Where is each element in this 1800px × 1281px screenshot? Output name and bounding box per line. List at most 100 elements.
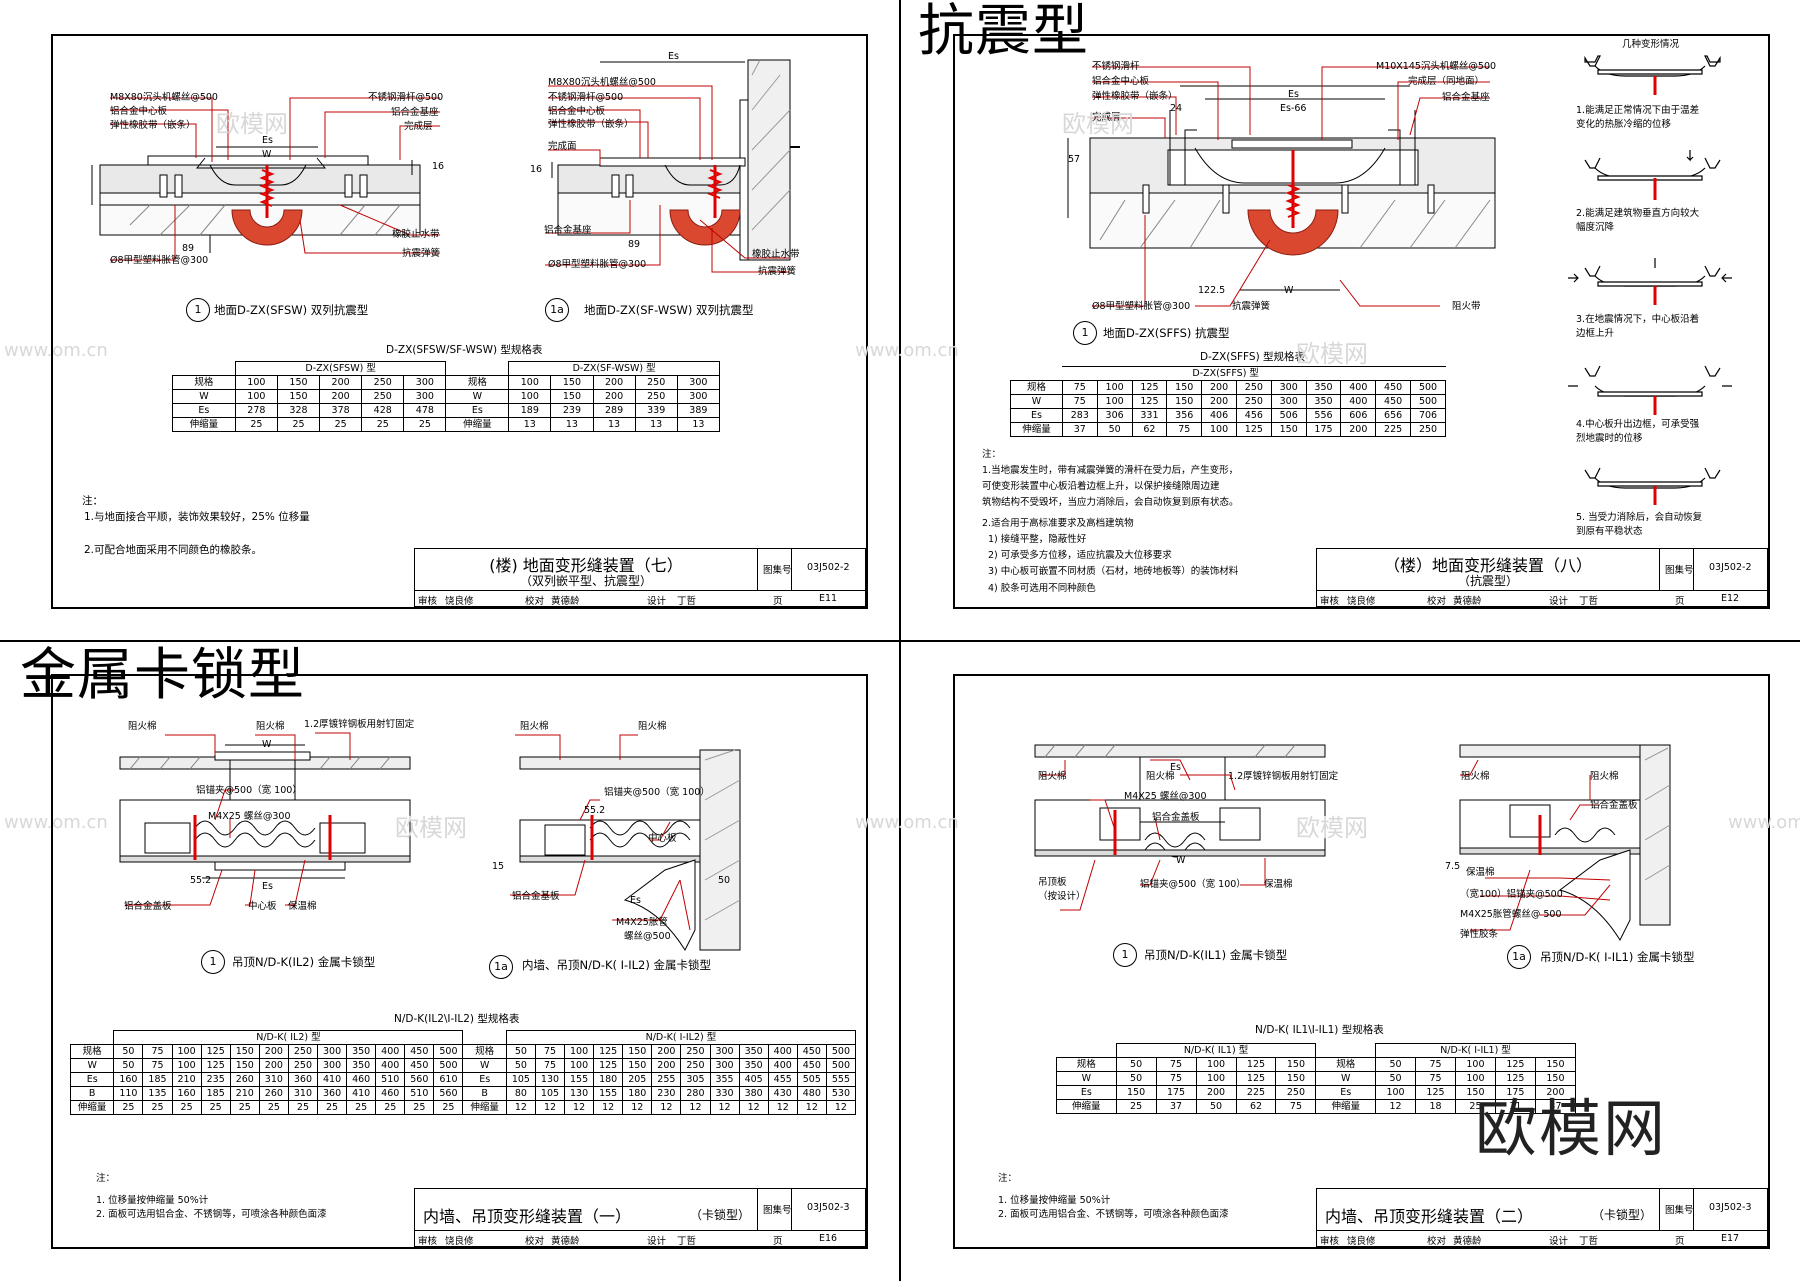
table-cell: 规格 xyxy=(1056,1057,1117,1072)
q2-note-5: 1) 接缝平整，隐蔽性好 xyxy=(988,534,1087,545)
q1-label-16: 16 xyxy=(432,161,445,172)
q1-label-al-base-1: 铝合金基座 xyxy=(391,107,439,118)
q3-tb-check: 校对 xyxy=(525,1236,545,1247)
q3-label-50: 50 xyxy=(718,875,731,886)
q4-label-al-base-2: 铝合金盖板 xyxy=(1590,800,1638,811)
q2-label-al-base: 铝合金基座 xyxy=(1442,92,1490,103)
table-cell: 150 xyxy=(1270,422,1307,437)
table-cell: 125 xyxy=(1415,1085,1456,1100)
q4-caption-1a: 吊顶N/D-K( I-IL1) 金属卡锁型 xyxy=(1540,950,1695,964)
q2-side-1: 1.能满足正常情况下由于温差 变化的热胀冷缩的位移 xyxy=(1576,105,1700,130)
q2-note-6: 2) 可承受多方位移，适应抗震及大位移要求 xyxy=(988,550,1172,561)
q1-label-spring-1: 抗震弹簧 xyxy=(402,248,441,259)
q1-tb-title: (楼) 地面变形缝装置（七） xyxy=(489,556,683,575)
q1-label-89-1: 89 xyxy=(182,243,195,254)
q1-tb-designer: 丁哲 xyxy=(677,596,697,607)
q4-title-block: 内墙、吊顶变形缝装置（二） （卡锁型） 图集号 03J502-3 审核 饶良修 … xyxy=(1316,1188,1768,1247)
q4-tb-title: 内墙、吊顶变形缝装置（二） xyxy=(1325,1207,1534,1226)
q2-title-block: （楼）地面变形缝装置（八） （抗震型） 图集号 03J502-2 审核 饶良修 … xyxy=(1316,548,1768,607)
table-cell: 100 xyxy=(1454,1071,1496,1086)
q2-tb-auditor: 饶良修 xyxy=(1347,596,1376,607)
q4-note-1: 1. 位移量按伸缩量 50%计 xyxy=(998,1195,1111,1206)
q2-label-al-center: 铝合金中心板 xyxy=(1092,76,1150,87)
q3-label-fire-3: 阻火棉 xyxy=(520,721,549,732)
q3-tb-subtitle: （卡锁型） xyxy=(689,1208,750,1222)
q1-label-pipe-1: Ø8甲型塑料胀管@300 xyxy=(110,255,209,266)
q2-label-finish: 完成层 xyxy=(1092,112,1121,123)
table-cell: 150 xyxy=(1534,1057,1577,1072)
q1-tb-check: 校对 xyxy=(525,596,545,607)
q1-label-waterstop-2: 橡胶止水带 xyxy=(752,249,800,260)
q3-label-screw: M4X25 螺丝@300 xyxy=(208,811,291,822)
q3-label-al-base: 铝合金盖板 xyxy=(124,901,172,912)
q4-note-0: 注： xyxy=(998,1173,1018,1184)
q2-tb-audit: 审核 xyxy=(1320,596,1340,607)
q1-label-pipe-2: Ø8甲型塑料胀管@300 xyxy=(548,259,647,270)
q4-label-rubber: 弹性胶条 xyxy=(1460,929,1499,940)
table-cell: 150 xyxy=(1275,1057,1317,1072)
table-cell: 37 xyxy=(1534,1099,1577,1114)
table-cell: 62 xyxy=(1131,422,1168,437)
q2-side-4: 4.中心板升出边框，可承受强 烈地震时的位移 xyxy=(1576,419,1700,444)
watermark-url: www.om.cn xyxy=(4,812,108,833)
q2-tb-atlas-label: 图集号 xyxy=(1665,565,1694,576)
q1-label-spring-2: 抗震弹簧 xyxy=(758,266,797,277)
table-cell: 50 xyxy=(1375,1057,1416,1072)
watermark-text: 欧模网 xyxy=(1296,340,1368,368)
q2-label-1225: 122.5 xyxy=(1198,285,1226,296)
table-cell: 18 xyxy=(1415,1099,1456,1114)
q1-label-w-1: W xyxy=(262,149,272,160)
q1-table-title: D-ZX(SFSW/SF-WSW) 型规格表 xyxy=(386,344,543,356)
q1-detail-drawings xyxy=(91,59,800,273)
q3-caption-1a-number: 1a xyxy=(489,955,513,979)
table-cell: 25 xyxy=(361,417,405,432)
q1-tb-subtitle: （双列嵌平型、抗震型） xyxy=(519,574,652,588)
table-cell: 12 xyxy=(1375,1099,1416,1114)
q3-caption-1a: 内墙、吊顶N/D-K( I-IL2) 金属卡锁型 xyxy=(522,958,711,972)
q1-label-waterstop-1: 橡胶止水带 xyxy=(392,229,440,240)
table-cell: 25 xyxy=(346,1100,377,1115)
table-cell: 100 xyxy=(1454,1057,1496,1072)
q1-note-1: 1.与地面接合平顺，装饰效果较好，25% 位移量 xyxy=(84,511,310,523)
q2-tb-subtitle: （抗震型） xyxy=(1457,574,1518,588)
table-cell: 50 xyxy=(1115,1057,1157,1072)
table-cell: 250 xyxy=(1410,422,1446,437)
table-cell: 13 xyxy=(592,417,636,432)
q1-label-m8x80-1: M8X80沉头机螺丝@500 xyxy=(110,92,218,103)
table-cell: 25 xyxy=(234,417,278,432)
table-cell: 12 xyxy=(738,1100,769,1115)
q2-tb-page-label: 页 xyxy=(1675,596,1685,607)
q2-tb-checker: 黄德龄 xyxy=(1453,596,1482,607)
q2-label-rubber: 弹性橡胶带（嵌条） xyxy=(1092,91,1178,102)
table-cell: 100 xyxy=(1195,1071,1237,1086)
q3-caption-1: 吊顶N/D-K(IL2) 金属卡锁型 xyxy=(232,955,376,969)
q4-table-title: N/D-K( IL1\I-IL1) 型规格表 xyxy=(1255,1024,1384,1036)
table-cell: 62 xyxy=(1235,1099,1277,1114)
q2-side-2: 2.能满足建筑物垂直方向较大 幅度沉降 xyxy=(1576,208,1700,233)
table-cell: 50 xyxy=(1195,1099,1237,1114)
horizontal-divider xyxy=(0,640,1800,642)
q4-note-2: 2. 面板可选用铝合金、不锈钢等，可喷涂各种颜色面漆 xyxy=(998,1209,1229,1220)
table-cell: 25 xyxy=(1115,1099,1157,1114)
q3-label-552b: 55.2 xyxy=(584,805,606,816)
q4-tb-page: E17 xyxy=(1721,1233,1740,1244)
table-cell: 200 xyxy=(1195,1085,1237,1100)
q3-caption-1-number: 1 xyxy=(201,950,225,974)
q2-tb-design: 设计 xyxy=(1549,596,1569,607)
q1-label-al-center-1: 铝合金中心板 xyxy=(110,106,168,117)
q4-label-fire-2: 阻火棉 xyxy=(1146,771,1175,782)
q2-note-4: 2.适合用于高标准要求及高档建筑物 xyxy=(982,518,1134,529)
q2-label-spring: 抗震弹簧 xyxy=(1232,301,1271,312)
q4-label-plate: 1.2厚镀锌钢板用射钉固定 xyxy=(1228,771,1339,782)
table-cell: 50 xyxy=(1375,1071,1416,1086)
brand-watermark-logo: 欧模网 xyxy=(1475,1092,1668,1165)
q1-label-89-2: 89 xyxy=(628,239,641,250)
